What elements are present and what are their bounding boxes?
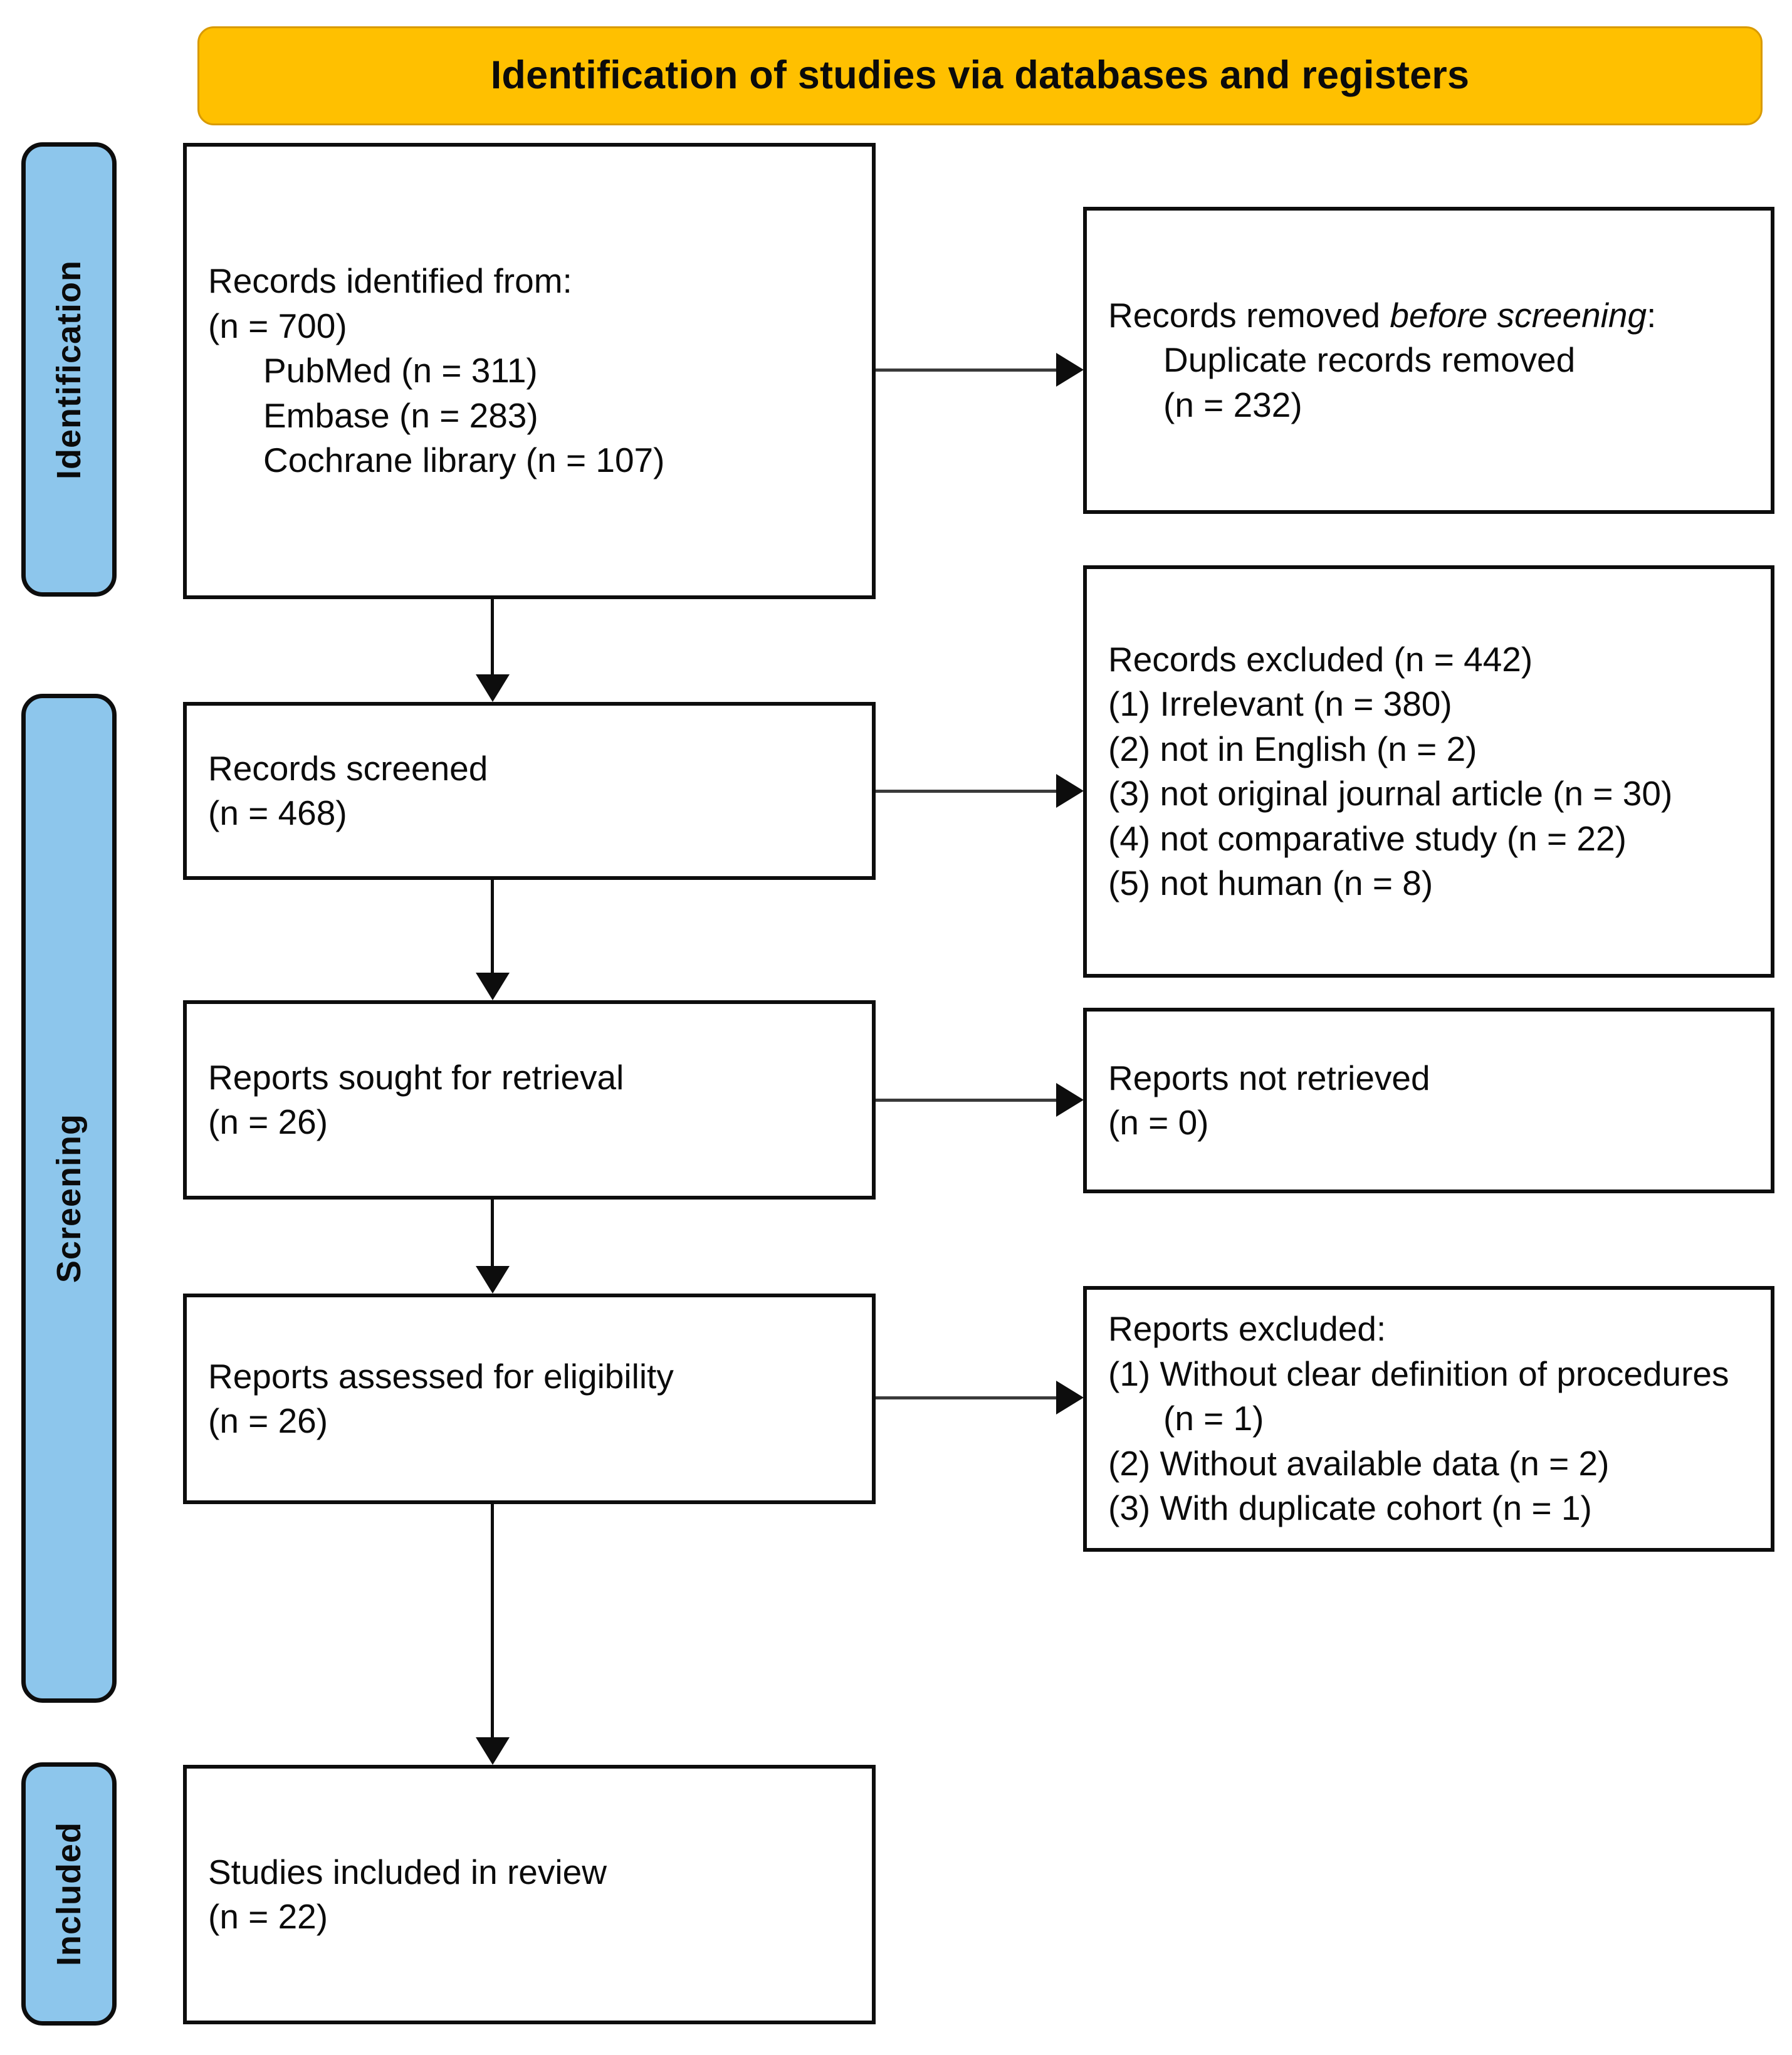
stage-rail-identification-label: Identification (50, 259, 88, 479)
connector-screened-to-sought (491, 880, 494, 973)
connector-sought-to-not-retrieved (876, 1099, 1056, 1102)
stage-rail-screening-label: Screening (50, 1113, 88, 1284)
records-removed-heading-plain: Records removed (1108, 295, 1390, 335)
box-studies-included-in-review: Studies included in review (n = 22) (183, 1765, 876, 2024)
box-reports-sought-for-retrieval: Reports sought for retrieval (n = 26) (183, 1000, 876, 1200)
records-identified-source-pubmed: PubMed (n = 311) (263, 351, 538, 390)
reports-excluded-reason-2: (2) Without available data (n = 2) (1108, 1443, 1610, 1483)
box-reports-not-retrieved: Reports not retrieved (n = 0) (1083, 1008, 1774, 1193)
reports-sought-count: (n = 26) (208, 1102, 328, 1141)
box-reports-assessed-for-eligibility: Reports assessed for eligibility (n = 26… (183, 1294, 876, 1504)
connector-screened-to-excluded (876, 790, 1056, 793)
stage-rail-included-label: Included (50, 1821, 88, 1966)
records-removed-heading-colon: : (1647, 295, 1657, 335)
records-excluded-reason-1: (1) Irrelevant (n = 380) (1108, 684, 1452, 723)
records-excluded-reason-5: (5) not human (n = 8) (1108, 864, 1433, 902)
records-identified-line-1: Records identified from: (208, 261, 572, 301)
reports-not-retrieved-count: (n = 0) (1108, 1103, 1209, 1142)
arrowhead-screened-to-excluded (1056, 774, 1084, 808)
reports-excluded-reason-1: (1) Without clear definition of procedur… (1108, 1354, 1739, 1438)
records-excluded-reason-4: (4) not comparative study (n = 22) (1108, 818, 1627, 858)
box-records-excluded: Records excluded (n = 442) (1) Irrelevan… (1083, 565, 1774, 978)
records-excluded-heading: Records excluded (n = 442) (1108, 639, 1533, 679)
records-identified-line-2: (n = 700) (208, 306, 347, 345)
arrowhead-assessed-to-reports-excluded (1056, 1381, 1084, 1414)
records-excluded-reason-2: (2) not in English (n = 2) (1108, 729, 1477, 768)
diagram-header-banner: Identification of studies via databases … (197, 26, 1763, 125)
box-records-identified: Records identified from: (n = 700) PubMe… (183, 143, 876, 599)
reports-excluded-heading: Reports excluded: (1108, 1309, 1386, 1349)
arrowhead-identified-to-removed (1056, 353, 1084, 387)
arrowhead-identified-to-screened (476, 674, 510, 702)
reports-assessed-count: (n = 26) (208, 1401, 328, 1440)
records-identified-source-cochrane: Cochrane library (n = 107) (263, 441, 665, 480)
records-screened-label: Records screened (208, 748, 488, 788)
box-records-removed-before-screening: Records removed before screening: Duplic… (1083, 207, 1774, 514)
reports-not-retrieved-label: Reports not retrieved (1108, 1058, 1430, 1097)
arrowhead-sought-to-assessed (476, 1266, 510, 1294)
studies-included-count: (n = 22) (208, 1897, 328, 1936)
stage-rail-included: Included (21, 1762, 117, 2026)
records-removed-heading-italic: before screening (1390, 295, 1647, 335)
connector-assessed-to-included (491, 1504, 494, 1737)
box-reports-excluded: Reports excluded: (1) Without clear defi… (1083, 1286, 1774, 1552)
records-screened-count: (n = 468) (208, 793, 347, 832)
records-removed-heading: Records removed before screening: (1108, 293, 1749, 338)
records-identified-source-embase: Embase (n = 283) (263, 395, 538, 435)
records-excluded-reason-3: (3) not original journal article (n = 30… (1108, 774, 1673, 813)
connector-identified-to-removed (876, 369, 1056, 372)
connector-assessed-to-reports-excluded (876, 1396, 1056, 1399)
studies-included-label: Studies included in review (208, 1852, 607, 1891)
reports-assessed-label: Reports assessed for eligibility (208, 1356, 674, 1396)
connector-identified-to-screened (491, 599, 494, 674)
arrowhead-screened-to-sought (476, 973, 510, 1000)
reports-sought-label: Reports sought for retrieval (208, 1057, 624, 1097)
arrowhead-assessed-to-included (476, 1737, 510, 1765)
diagram-title: Identification of studies via databases … (490, 53, 1470, 98)
stage-rail-identification: Identification (21, 142, 117, 597)
box-records-screened: Records screened (n = 468) (183, 702, 876, 880)
records-removed-duplicates: Duplicate records removed (1163, 340, 1576, 380)
connector-sought-to-assessed (491, 1200, 494, 1266)
records-removed-count: (n = 232) (1163, 385, 1302, 424)
stage-rail-screening: Screening (21, 694, 117, 1703)
arrowhead-sought-to-not-retrieved (1056, 1083, 1084, 1117)
reports-excluded-reason-3: (3) With duplicate cohort (n = 1) (1108, 1488, 1592, 1528)
